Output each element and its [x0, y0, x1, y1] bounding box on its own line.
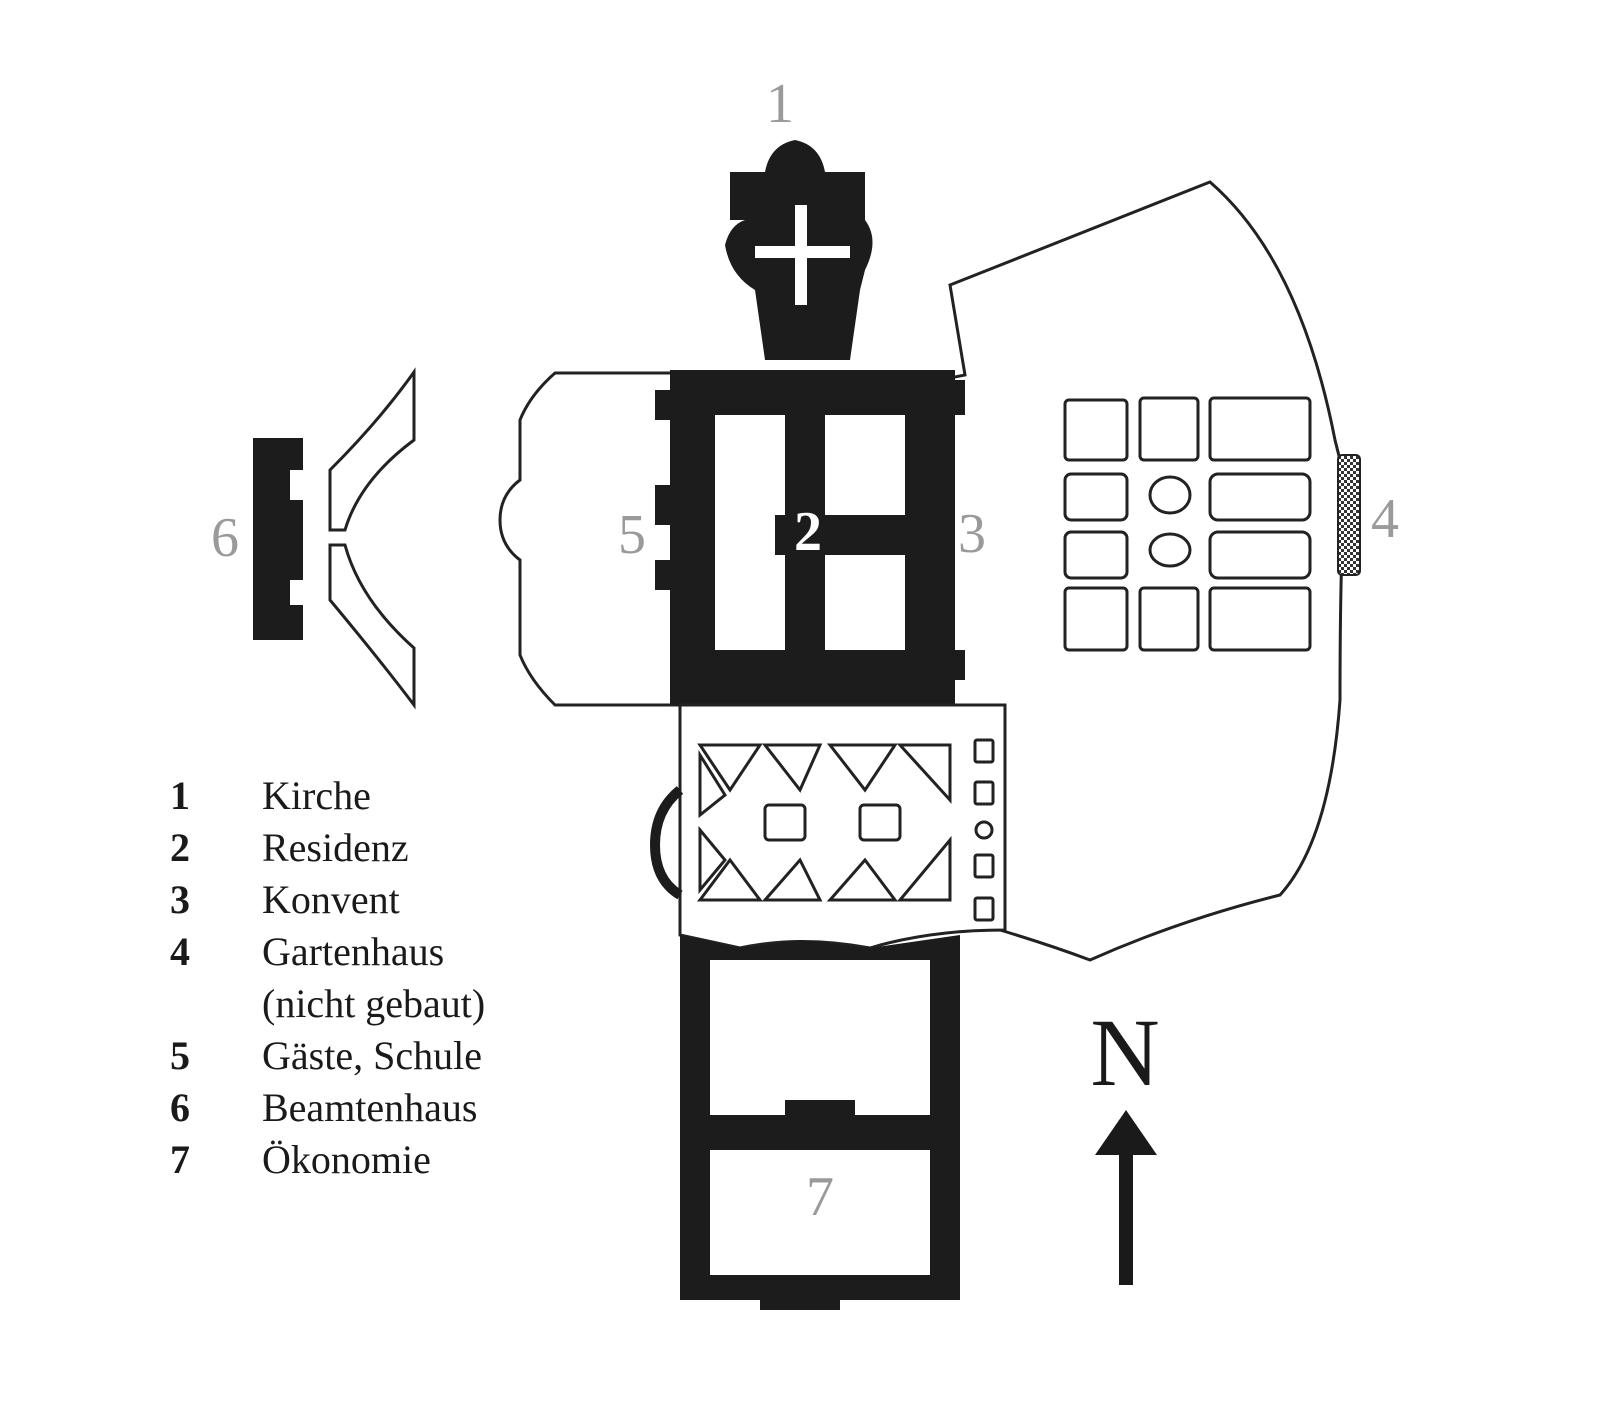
north-arrow-head [1095, 1110, 1157, 1155]
legend-label: Beamtenhaus [262, 1085, 478, 1130]
garden-enclosure [938, 180, 1347, 962]
legend-item: 4 Gartenhaus [170, 926, 630, 978]
plan-label-7: 7 [806, 1166, 834, 1228]
legend-number: 1 [170, 773, 190, 818]
legend-item: 3 Konvent [170, 874, 630, 926]
oekonomie [680, 935, 960, 1310]
plan-label-3: 3 [958, 503, 986, 565]
courtyard-wing [649, 703, 1007, 950]
legend-label: Kirche [262, 773, 371, 818]
legend-item: (nicht gebaut) [170, 978, 630, 1030]
plan-label-2: 2 [794, 501, 822, 563]
legend-item: 7 Ökonomie [170, 1134, 630, 1186]
kirche [725, 140, 873, 360]
legend-label: Konvent [262, 877, 400, 922]
garden-beds [1063, 396, 1312, 652]
guest-school-wing [498, 371, 682, 707]
north-arrow: N [1090, 999, 1160, 1285]
legend-label: Gartenhaus [262, 929, 445, 974]
legend-number: 3 [170, 877, 190, 922]
north-letter: N [1090, 999, 1159, 1106]
plan-label-4: 4 [1371, 488, 1399, 550]
legend-item: 5 Gäste, Schule [170, 1030, 630, 1082]
residenz-konvent-block [655, 370, 965, 705]
legend-label: Residenz [262, 825, 409, 870]
plan-label-6: 6 [211, 507, 239, 569]
gartenhaus [1337, 454, 1361, 576]
beamtenhaus [253, 367, 416, 710]
legend-item: 6 Beamtenhaus [170, 1082, 630, 1134]
legend-number: 2 [170, 825, 190, 870]
legend-number: 6 [170, 1085, 190, 1130]
legend-item: 1 Kirche [170, 770, 630, 822]
legend-label: (nicht gebaut) [262, 981, 486, 1026]
legend-number: 7 [170, 1137, 190, 1182]
legend-label: Ökonomie [262, 1137, 431, 1182]
plan-label-5: 5 [618, 504, 646, 566]
plan-label-1: 1 [766, 73, 794, 135]
legend-number: 4 [170, 929, 190, 974]
legend-item: 2 Residenz [170, 822, 630, 874]
legend-label: Gäste, Schule [262, 1033, 482, 1078]
north-arrow-shaft [1119, 1150, 1133, 1285]
legend-number: 5 [170, 1033, 190, 1078]
legend: 1 Kirche 2 Residenz 3 Konvent 4 Gartenha… [170, 770, 630, 1186]
